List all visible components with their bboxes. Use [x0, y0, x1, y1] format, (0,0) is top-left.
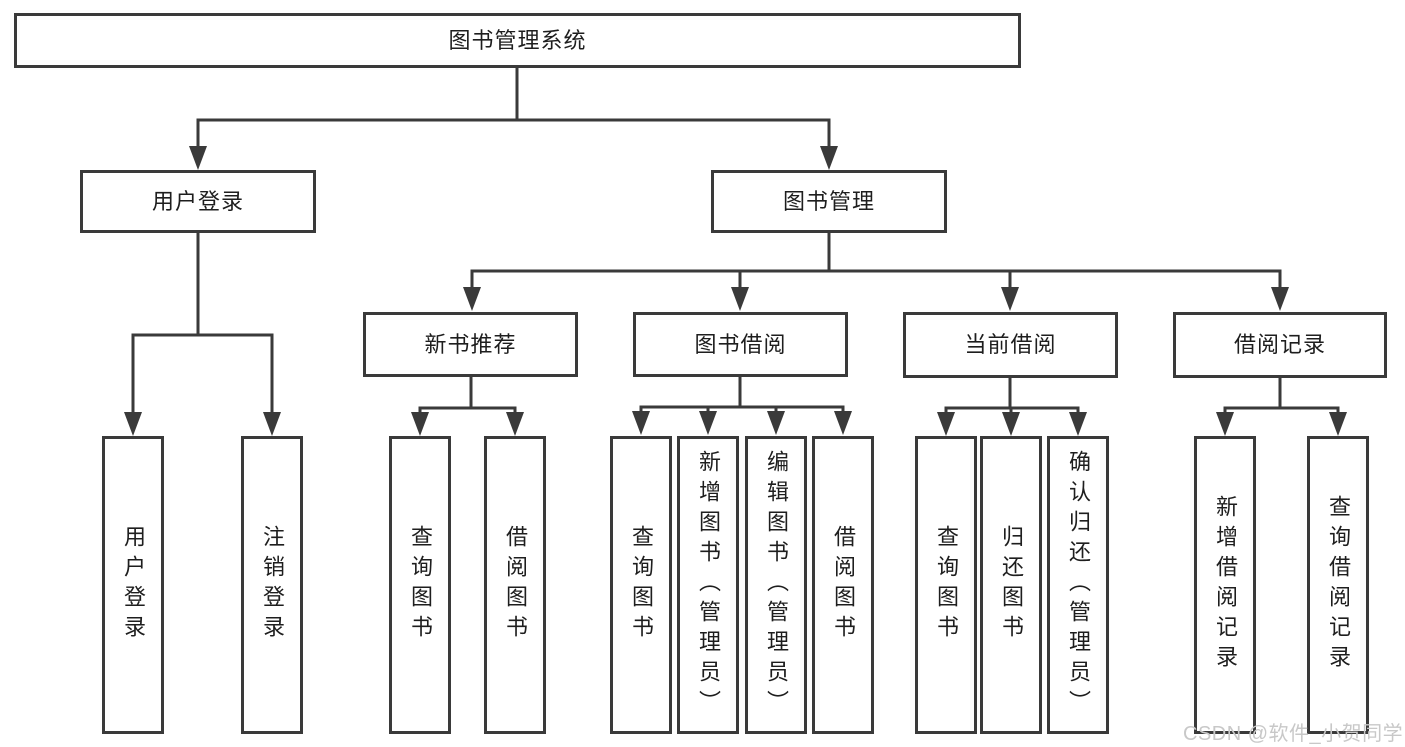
csdn-watermark: CSDN @软件_小贺同学: [1183, 723, 1404, 745]
node-user-login: 用户登录: [80, 170, 316, 233]
connector-user-login-children: [124, 233, 281, 436]
node-label: 查询借阅记录: [1326, 495, 1351, 675]
connector-book-borrow-children: [632, 377, 852, 435]
node-label: 归还图书: [999, 525, 1024, 645]
node-book-management: 图书管理: [711, 170, 947, 233]
node-label: 新增借阅记录: [1213, 495, 1238, 675]
leaf-confirm-return-admin: 确认归还（管理员）: [1047, 436, 1109, 734]
node-label: 查询图书: [934, 525, 959, 645]
node-label: 查询图书: [629, 525, 654, 645]
node-label: 编辑图书（管理员）: [764, 450, 789, 720]
node-label: 查询图书: [408, 525, 433, 645]
node-label: 用户登录: [151, 188, 244, 214]
connector-new-book-children: [411, 377, 524, 436]
node-label: 注销登录: [260, 525, 285, 645]
leaf-add-books-admin: 新增图书（管理员）: [677, 436, 739, 734]
node-label: 当前借阅: [964, 332, 1057, 357]
connector-current-borrow-children: [937, 378, 1087, 436]
node-borrow-record: 借阅记录: [1173, 312, 1387, 378]
connector-root-to-level2: [189, 66, 838, 170]
leaf-return-books: 归还图书: [980, 436, 1042, 734]
leaf-edit-books-admin: 编辑图书（管理员）: [745, 436, 807, 734]
node-new-book-recommend: 新书推荐: [363, 312, 578, 377]
leaf-query-books-borrow: 查询图书: [610, 436, 672, 734]
node-label: 图书管理: [782, 188, 875, 214]
node-book-borrow: 图书借阅: [633, 312, 848, 377]
leaf-logout: 注销登录: [241, 436, 303, 734]
node-label: 借阅图书: [503, 525, 528, 645]
connector-borrow-record-children: [1216, 378, 1347, 436]
node-label: 借阅记录: [1233, 332, 1326, 357]
leaf-add-borrow-record: 新增借阅记录: [1194, 436, 1256, 734]
leaf-query-books-current: 查询图书: [915, 436, 977, 734]
leaf-query-borrow-record: 查询借阅记录: [1307, 436, 1369, 734]
leaf-query-books-recommend: 查询图书: [389, 436, 451, 734]
node-label: 图书管理系统: [448, 27, 587, 53]
node-label: 图书借阅: [694, 331, 787, 357]
node-label: 用户登录: [121, 525, 146, 645]
node-label: 借阅图书: [831, 525, 856, 645]
node-label: 新增图书（管理员）: [696, 450, 721, 720]
connector-book-management-to-level3: [463, 233, 1289, 311]
node-label: 确认归还（管理员）: [1066, 450, 1091, 720]
node-library-system: 图书管理系统: [14, 13, 1021, 68]
leaf-user-login: 用户登录: [102, 436, 164, 734]
node-label: 新书推荐: [424, 331, 517, 357]
leaf-borrow-books-recommend: 借阅图书: [484, 436, 546, 734]
node-current-borrow: 当前借阅: [903, 312, 1118, 378]
leaf-borrow-books: 借阅图书: [812, 436, 874, 734]
